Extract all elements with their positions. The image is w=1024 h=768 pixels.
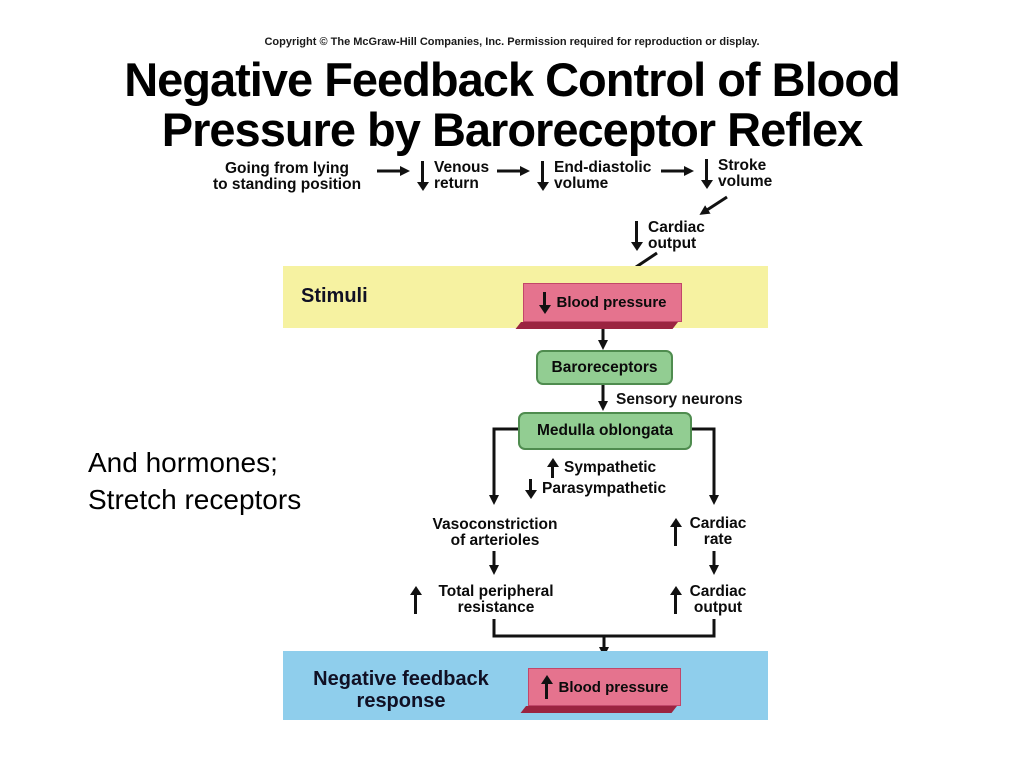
baroreceptors-box: Baroreceptors (536, 350, 673, 385)
slide-title: Negative Feedback Control of Blood Press… (124, 53, 901, 156)
node-label: Stroke volume (718, 157, 773, 190)
up-arrow-icon (409, 586, 422, 614)
down-arrow-icon (630, 221, 643, 251)
response-label: Negative feedback response (313, 668, 489, 712)
copyright-line: Copyright © The McGraw-Hill Companies, I… (264, 36, 760, 48)
cardiac-output-node: Cardiac output (669, 584, 749, 616)
up-arrow-icon (669, 586, 682, 614)
node-label: End-diastolic volume (554, 159, 652, 192)
node-stroke-volume: Stroke volume (700, 158, 772, 190)
box-label: Baroreceptors (551, 358, 658, 376)
medulla-oblongata-box: Medulla oblongata (518, 412, 692, 450)
parasympathetic-node: Parasympathetic (524, 479, 666, 499)
down-arrow-icon (700, 159, 713, 189)
node-cardiac-output: Cardiac output (630, 220, 705, 252)
sympathetic-node: Sympathetic (546, 458, 656, 478)
box-label: Medulla oblongata (536, 422, 674, 439)
node-end-diastolic-volume: End-diastolic volume (536, 160, 651, 192)
node-label: Parasympathetic (542, 480, 667, 497)
up-arrow-icon (546, 458, 559, 478)
up-arrow-icon (669, 518, 682, 546)
node-label: Venous return (434, 159, 490, 192)
blood-pressure-rise-box: Blood pressure (528, 668, 681, 706)
node-going-from-lying: Going from lying to standing position (195, 161, 379, 193)
node-label: Cardiac output (648, 219, 705, 252)
node-label: Sympathetic (564, 459, 657, 476)
total-peripheral-resistance-node: Total peripheral resistance (409, 584, 565, 616)
node-label: Cardiac output (689, 583, 747, 616)
down-arrow-icon (416, 161, 429, 191)
blood-pressure-drop-box: Blood pressure (523, 283, 682, 322)
down-arrow-icon (536, 161, 549, 191)
cardiac-rate-node: Cardiac rate (669, 516, 749, 548)
node-label: Vasoconstriction of arterioles (432, 516, 558, 549)
annotation-text: And hormones; Stretch receptors (88, 447, 302, 515)
node-label: Cardiac rate (689, 515, 747, 548)
node-label: Total peripheral resistance (438, 583, 554, 616)
vasoconstriction-node: Vasoconstriction of arterioles (417, 517, 573, 549)
down-arrow-icon (524, 479, 537, 499)
up-arrow-icon (540, 675, 553, 699)
sensory-neurons-label: Sensory neurons (616, 391, 743, 408)
stimuli-label: Stimuli (301, 285, 368, 307)
box-label: Blood pressure (556, 294, 667, 311)
box-label: Blood pressure (558, 678, 669, 696)
node-label: Going from lying to standing position (212, 160, 362, 193)
node-venous-return: Venous return (416, 160, 489, 192)
down-arrow-icon (538, 291, 551, 314)
